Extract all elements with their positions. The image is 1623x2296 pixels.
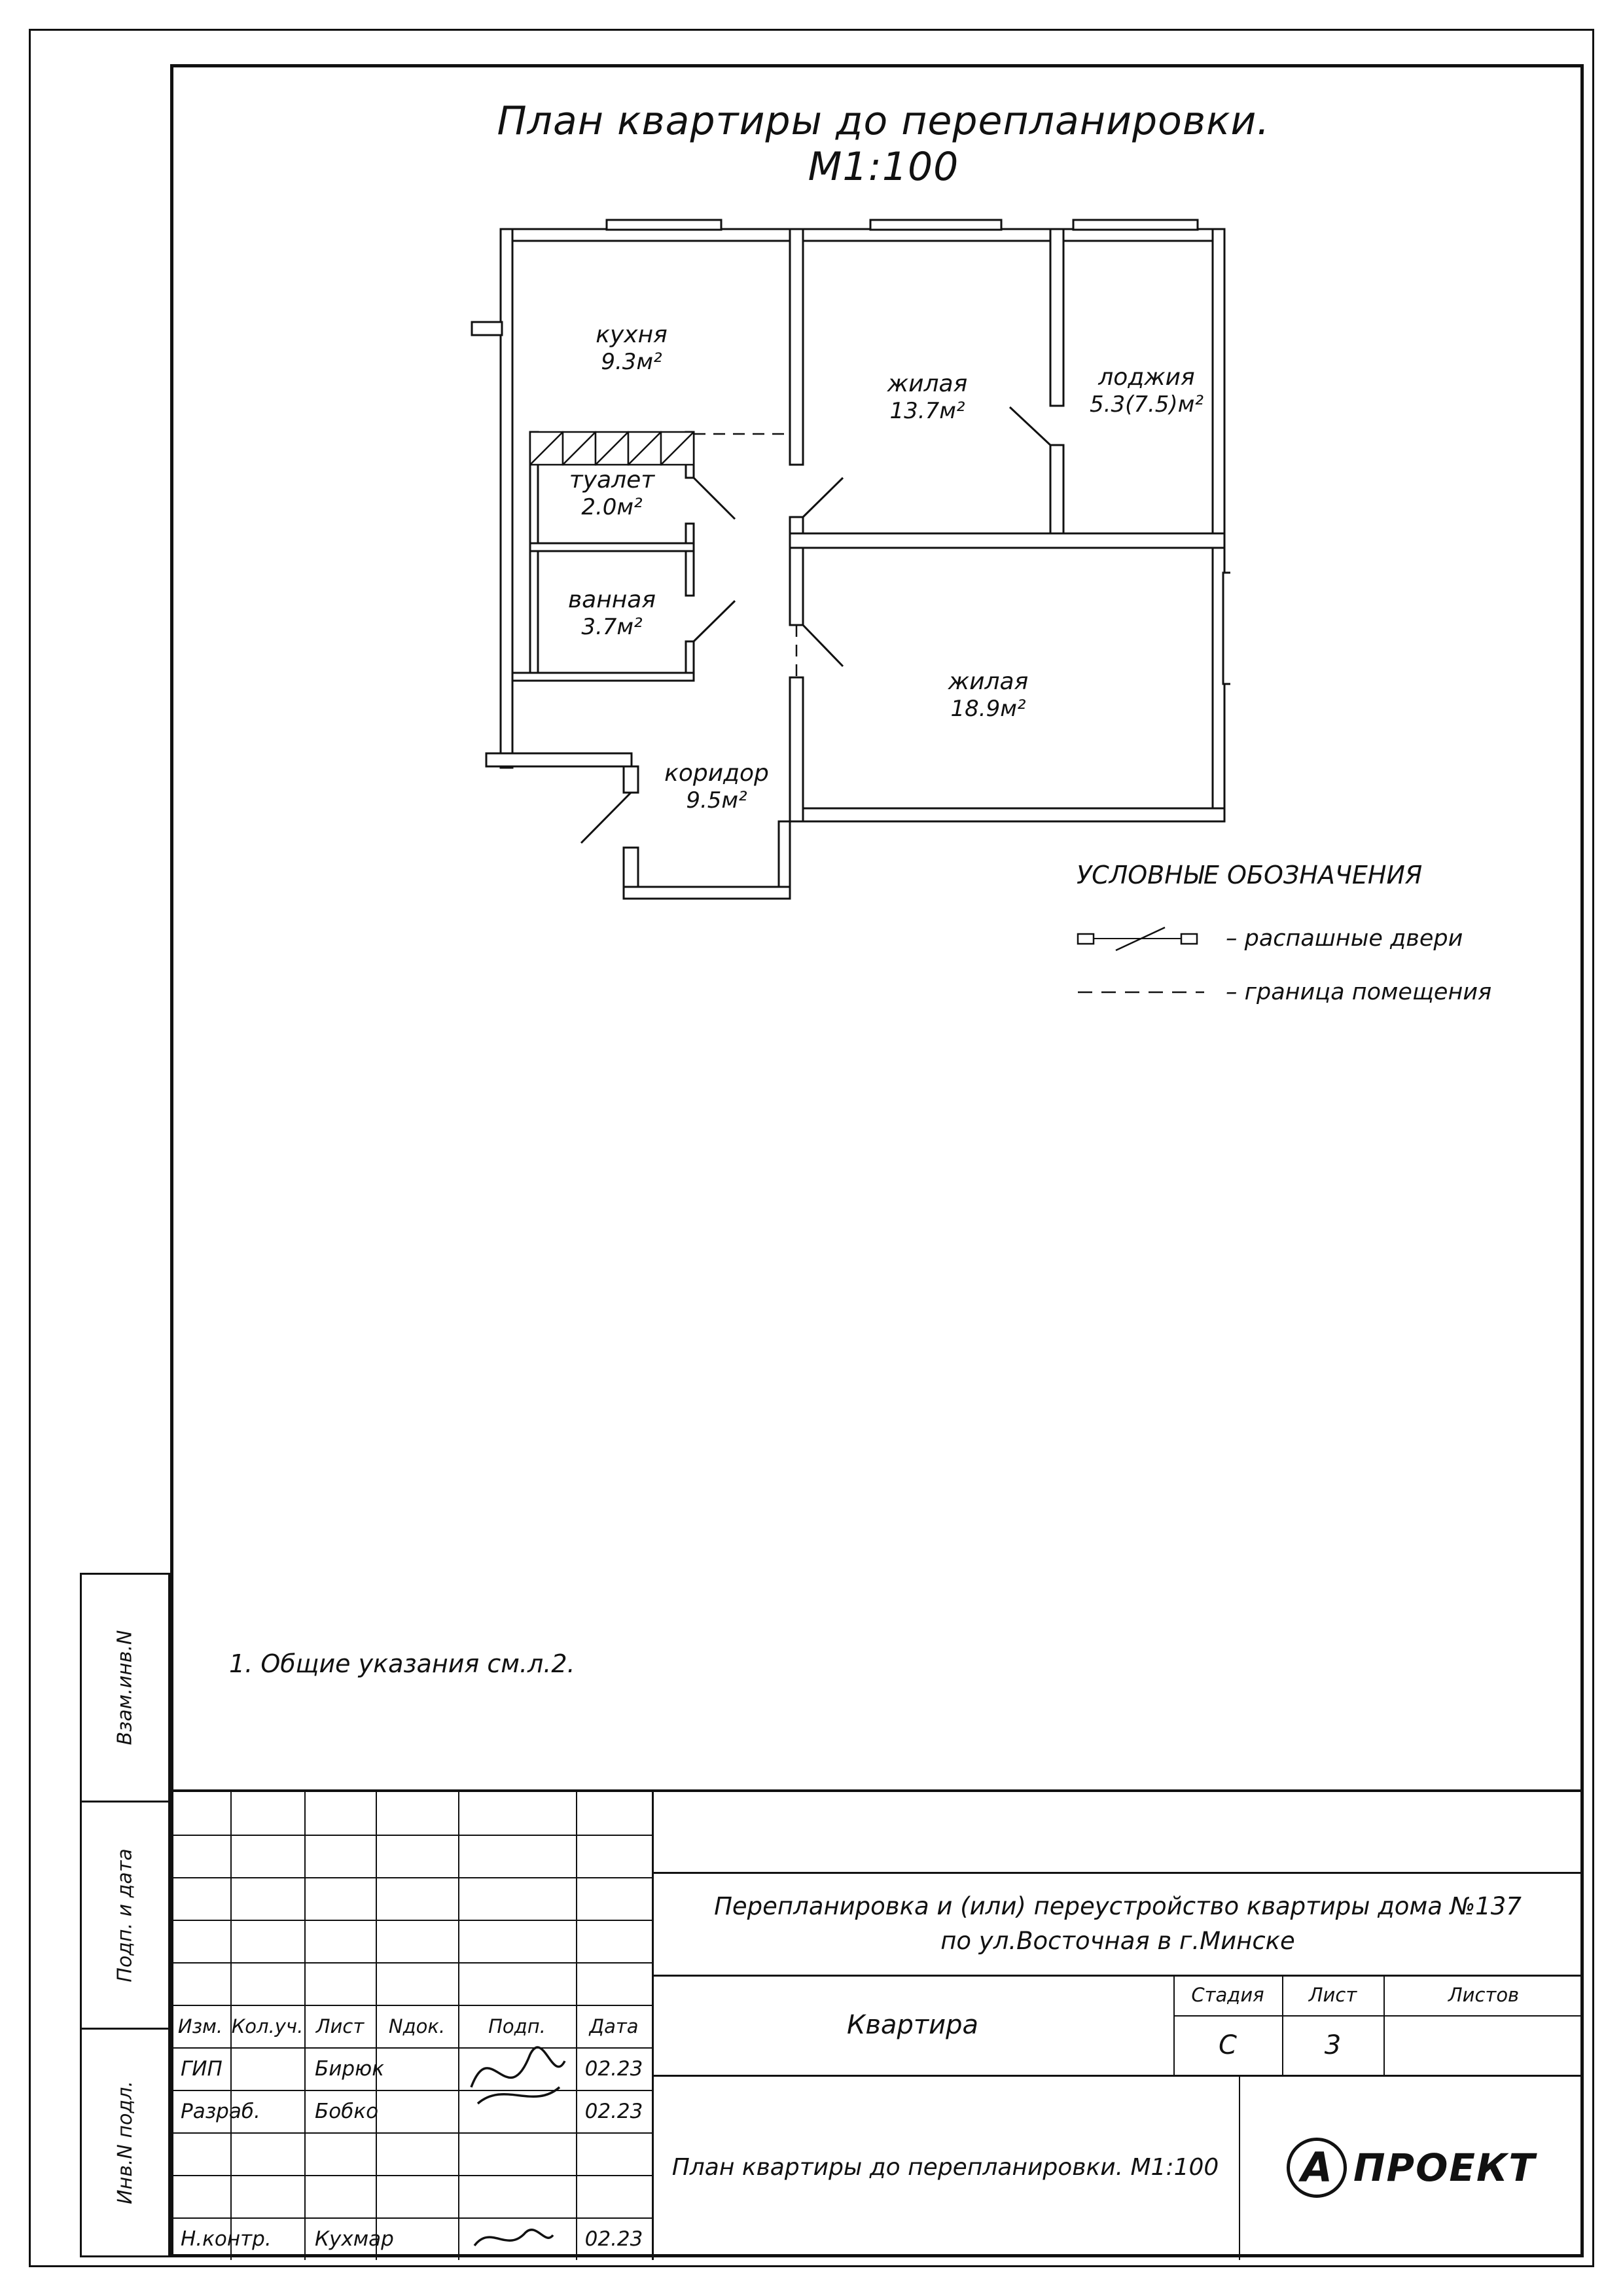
col-koluch: Кол.уч. xyxy=(231,2015,304,2037)
strip-cell-podp: Подп. и дата xyxy=(82,1803,168,2030)
exterior-walls xyxy=(471,228,1226,900)
row-gip-date: 02.23 xyxy=(584,2056,643,2081)
room-label-toilet: туалет 2.0м² xyxy=(569,467,655,521)
stage-value: С xyxy=(1219,2030,1237,2060)
strip-cell-vzam: Взам.инв.N xyxy=(82,1575,168,1803)
swing-door-symbol xyxy=(1077,926,1198,952)
row-gip-name: Бирюк xyxy=(315,2056,384,2081)
floor-plan xyxy=(471,219,1230,900)
room-label-kitchen: кухня 9.3м² xyxy=(596,321,668,376)
sheets-value xyxy=(1383,2015,1584,2075)
row-razrab-role: Разраб. xyxy=(181,2099,260,2123)
sheet-value: 3 xyxy=(1324,2030,1342,2060)
general-note: 1. Общие указания см.л.2. xyxy=(229,1649,575,1678)
room-boundary-symbol xyxy=(1078,991,1204,994)
drawing-frame xyxy=(170,64,1584,2257)
room-boundary-lines xyxy=(694,433,798,677)
legend: УСЛОВНЫЕ ОБОЗНАЧЕНИЯ – распашные двери –… xyxy=(1077,861,1535,1033)
legend-item-boundary: – граница помещения xyxy=(1077,979,1535,1005)
col-data: Дата xyxy=(589,2015,639,2037)
company-logo: А ПРОЕКТ xyxy=(1239,2075,1584,2260)
sheets-label: Листов xyxy=(1448,1984,1520,2006)
row-gip-role: ГИП xyxy=(181,2056,223,2081)
left-margin-strip: Взам.инв.N Подп. и дата Инв.N подл. xyxy=(80,1573,170,2257)
interior-walls xyxy=(511,228,1226,823)
window-openings xyxy=(605,219,1230,685)
vent-block xyxy=(529,431,695,466)
title-block: Изм. Кол.уч. Лист Nдок. Подп. Дата ГИП Б… xyxy=(170,1789,1584,2260)
row-nkontr-date: 02.23 xyxy=(584,2227,643,2251)
sheet-title: План квартиры до перепланировки. М1:100 xyxy=(497,98,1270,190)
room-label-loggia: лоджия 5.3(7.5)м² xyxy=(1090,364,1204,418)
doc-title: План квартиры до перепланировки. М1:100 xyxy=(671,2154,1219,2181)
logo-text: ПРОЕКТ xyxy=(1353,2145,1536,2190)
row-nkontr-role: Н.контр. xyxy=(181,2227,272,2251)
logo-a-mark: А xyxy=(1287,2137,1347,2198)
door-leaves xyxy=(580,406,1052,844)
row-razrab-date: 02.23 xyxy=(584,2099,643,2123)
col-list: Лист xyxy=(315,2015,365,2037)
room-label-corridor: коридор 9.5м² xyxy=(664,760,769,814)
project-title: Перепланировка и (или) переустройство кв… xyxy=(714,1892,1522,1955)
row-razrab-name: Бобко xyxy=(315,2099,379,2123)
sheet-label: Лист xyxy=(1308,1984,1357,2006)
room-label-bathroom: ванная 3.7м² xyxy=(567,586,656,641)
room-label-living1: жилая 13.7м² xyxy=(887,370,968,425)
signature-gip xyxy=(470,2046,566,2105)
col-ndok: Nдок. xyxy=(388,2015,446,2037)
strip-cell-inv: Инв.N подл. xyxy=(113,2081,137,2205)
signature-nkontr xyxy=(473,2229,554,2247)
col-izm: Изм. xyxy=(177,2015,223,2037)
room-label-living2: жилая 18.9м² xyxy=(948,668,1029,723)
col-podp: Подп. xyxy=(488,2015,546,2037)
stage-label: Стадия xyxy=(1191,1984,1264,2006)
object-name: Квартира xyxy=(846,2009,979,2040)
legend-title: УСЛОВНЫЕ ОБОЗНАЧЕНИЯ xyxy=(1077,861,1423,889)
outer-border xyxy=(29,29,1594,2267)
row-nkontr-name: Кухмар xyxy=(315,2227,394,2251)
legend-item-doors: – распашные двери xyxy=(1077,925,1535,952)
